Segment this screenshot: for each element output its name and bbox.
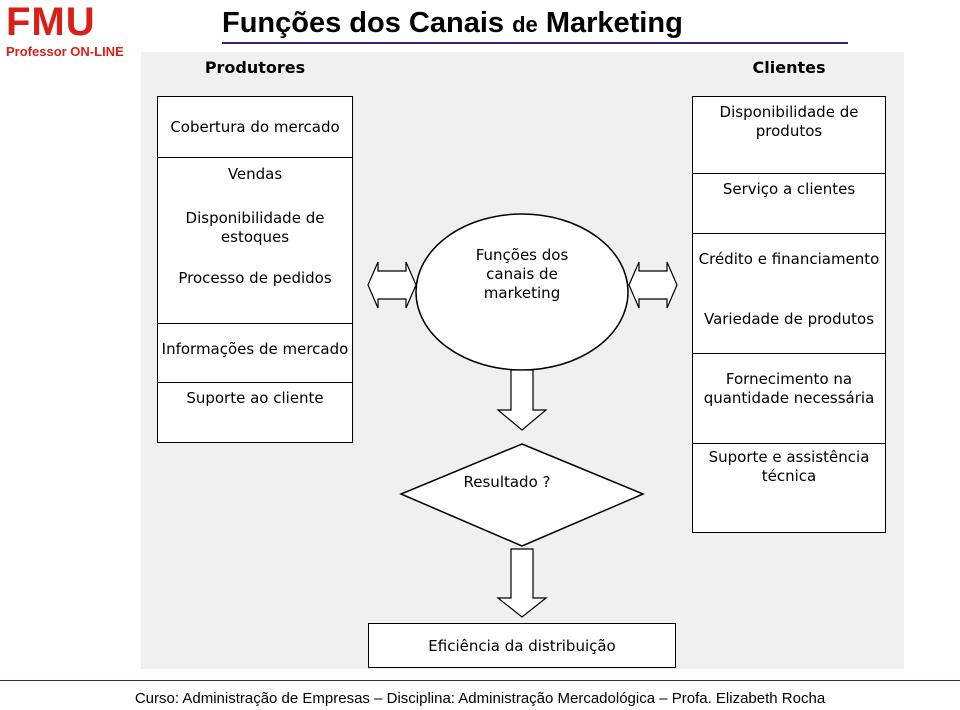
producer-item: Cobertura do mercado [170,118,340,136]
client-item: Crédito e financiamento [698,249,880,268]
ellipse-label: Funções dos canais de marketing [475,246,569,302]
producer-item: Suporte ao cliente [186,389,324,407]
producer-item: Processo de pedidos [178,268,332,287]
divider [693,173,885,174]
client-item: Fornecimento na quantidade necessária [703,370,875,407]
result-diamond [399,443,645,547]
divider [693,443,885,444]
fmu-logo: FMU [6,0,96,44]
down-arrow-icon [496,369,548,431]
efficiency-label: Eficiência da distribuição [428,636,616,655]
divider [158,157,352,158]
client-item: Variedade de produtos [703,309,875,328]
down-arrow-icon [496,548,548,618]
producers-box: Cobertura do mercado Vendas Disponibilid… [157,96,353,443]
producers-heading: Produtores [204,58,306,77]
producer-item: Informações de mercado [161,339,349,358]
divider [693,353,885,354]
client-item: Serviço a clientes [722,179,856,198]
client-item: Disponibilidade de produtos [719,103,859,140]
title-part-1: Funções dos Canais [222,7,513,39]
producer-item: Disponibilidade de estoques [185,209,325,246]
divider [693,233,885,234]
footer-rule [0,680,960,681]
efficiency-box: Eficiência da distribuição [368,623,676,668]
footer-text: Curso: Administração de Empresas – Disci… [134,690,826,707]
clients-heading: Clientes [752,58,826,77]
slide-title: Funções dos Canais de Marketing [222,6,683,42]
client-item: Suporte e assistência técnica [708,448,870,485]
logo-subtitle: Professor ON-LINE [6,44,124,59]
diamond-label: Resultado ? [463,473,551,491]
title-part-3: Marketing [537,7,683,39]
divider [158,382,352,383]
divider [158,323,352,324]
producer-item: Vendas [227,164,283,183]
title-part-2: de [512,12,538,37]
title-underline [222,42,848,44]
clients-box: Disponibilidade de produtos Serviço a cl… [692,96,886,533]
right-double-arrow-icon [628,261,678,309]
left-double-arrow-icon [367,261,417,309]
